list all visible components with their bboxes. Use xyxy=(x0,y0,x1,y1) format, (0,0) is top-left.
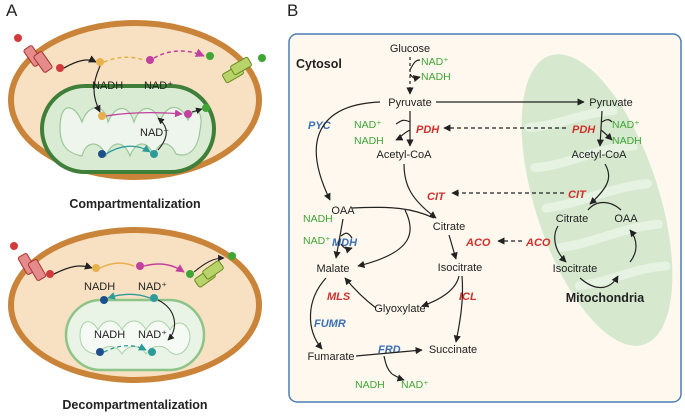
top-cell: NADH NAD⁺ NAD⁺ xyxy=(8,20,266,180)
pathway-arrows xyxy=(309,57,585,382)
mito-metabolite-pyruvate: Pyruvate xyxy=(589,97,632,109)
mito-metabolite-acetyl-coa: Acetyl-CoA xyxy=(571,149,627,161)
bottom-inner-nadh-label: NADH xyxy=(94,329,125,341)
mito-metabolite-oaa: OAA xyxy=(614,213,638,225)
top-caption: Compartmentalization xyxy=(69,197,200,211)
bottom-cell: NADH NAD⁺ NADH NAD⁺ xyxy=(8,227,262,383)
cofactor-glycolysis-nadh: NADH xyxy=(421,71,451,83)
enzyme-fumr: FUMR xyxy=(314,318,346,330)
mito-metabolite-citrate: Citrate xyxy=(556,213,588,225)
enzyme-cit: CIT xyxy=(427,191,446,203)
cofactor-frd-nadh: NADH xyxy=(355,379,385,391)
mito-metabolite-isocitrate: Isocitrate xyxy=(553,263,598,275)
metabolite-acetyl-coa: Acetyl-CoA xyxy=(376,149,432,161)
bottom-nadp-label: NAD⁺ xyxy=(138,281,167,293)
mitochondria-label: Mitochondria xyxy=(566,291,646,305)
enzyme-mls: MLS xyxy=(327,291,351,303)
cofactor-pdh-nadp: NAD⁺ xyxy=(354,119,382,131)
metabolite-malate: Malate xyxy=(316,263,349,275)
cofactor-pdh-nadh: NADH xyxy=(354,135,384,147)
metabolite-isocitrate: Isocitrate xyxy=(438,262,483,274)
panel-a-letter: A xyxy=(6,1,18,20)
enzyme-pyc: PYC xyxy=(308,120,332,132)
bottom-transporter-left xyxy=(17,253,47,281)
top-inner-nadp-label: NAD⁺ xyxy=(140,127,169,139)
metabolite-glyoxylate: Glyoxylate xyxy=(374,303,425,315)
enzyme-pdh: PDH xyxy=(416,124,440,136)
metabolite-fumarate: Fumarate xyxy=(307,351,354,363)
mito-cofactor-nadp: NAD⁺ xyxy=(612,119,640,131)
cofactor-mdh-nadp: NAD⁺ xyxy=(303,235,331,247)
bottom-nadh-label: NADH xyxy=(84,281,115,293)
mito-enzyme-cit: CIT xyxy=(568,189,587,201)
panel-b-letter: B xyxy=(287,1,298,20)
cofactor-glycolysis-nadp: NAD⁺ xyxy=(421,56,449,68)
top-nadp-label: NAD⁺ xyxy=(144,80,173,92)
metabolite-citrate: Citrate xyxy=(433,221,465,233)
metabolite-pyruvate: Pyruvate xyxy=(388,97,431,109)
mito-pathway-arrows xyxy=(554,110,637,289)
cofactor-mdh-nadh: NADH xyxy=(303,213,333,225)
metabolite-glucose: Glucose xyxy=(390,43,430,55)
enzyme-icl: ICL xyxy=(459,291,477,303)
top-transporter-left xyxy=(23,45,53,73)
top-transporter-right xyxy=(222,56,252,84)
transport-arrows xyxy=(443,124,566,245)
top-nadh-label: NADH xyxy=(92,80,123,92)
bottom-transporter-right xyxy=(194,260,224,288)
mito-enzyme-pdh: PDH xyxy=(572,124,596,136)
metabolite-oaa: OAA xyxy=(331,205,355,217)
cytosol-label: Cytosol xyxy=(296,57,342,71)
cofactor-frd-nadp: NAD⁺ xyxy=(401,379,429,391)
metabolite-succinate: Succinate xyxy=(429,344,477,356)
bottom-caption: Decompartmentalization xyxy=(62,398,207,412)
enzyme-mdh: MDH xyxy=(332,237,358,249)
enzyme-aco: ACO xyxy=(465,237,491,249)
bottom-inner-nadp-label: NAD⁺ xyxy=(138,329,167,341)
mito-cofactor-nadh: NADH xyxy=(612,135,642,147)
mito-enzyme-aco: ACO xyxy=(525,237,551,249)
